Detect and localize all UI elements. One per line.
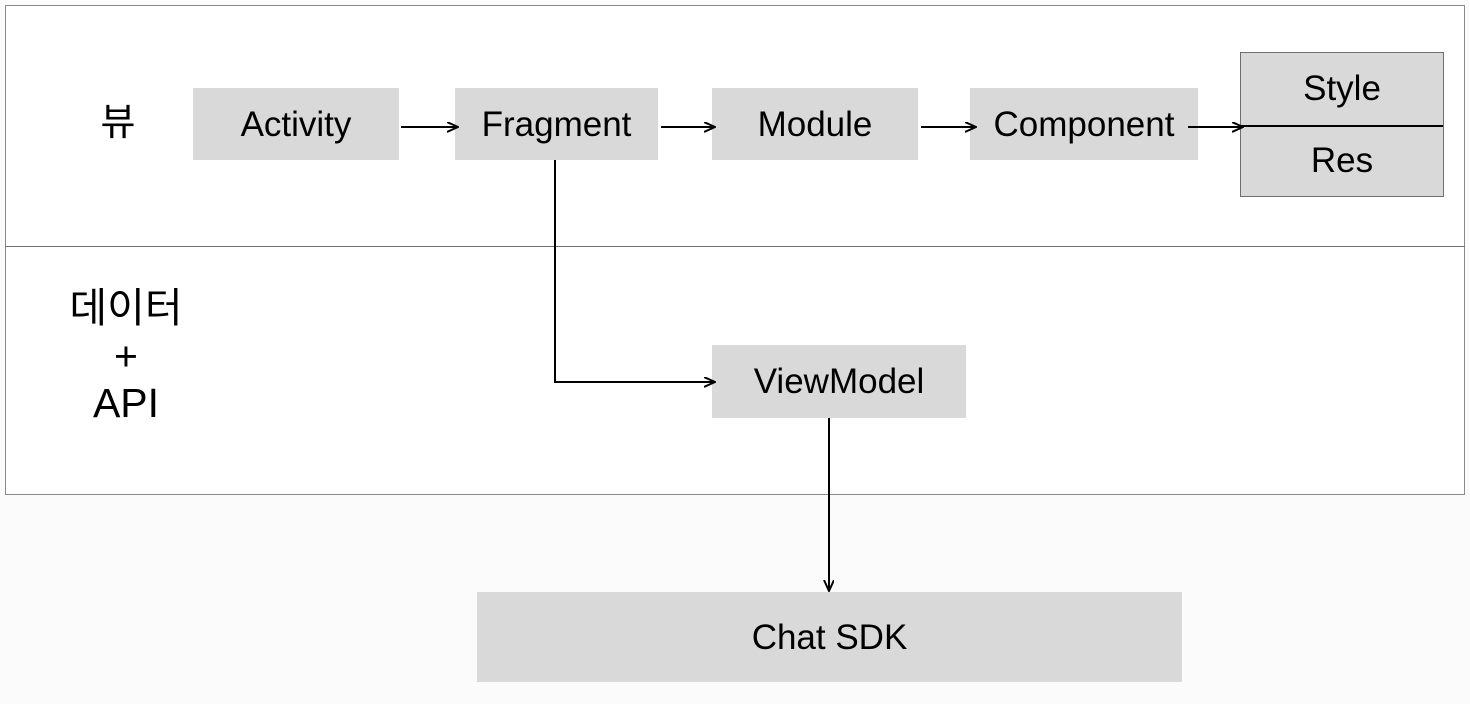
- node-component[interactable]: Component: [970, 88, 1198, 160]
- node-res-label: Res: [1310, 140, 1374, 180]
- node-chat-sdk[interactable]: Chat SDK: [477, 592, 1182, 682]
- node-res[interactable]: Res: [1241, 125, 1443, 197]
- node-activity[interactable]: Activity: [193, 88, 399, 160]
- node-style[interactable]: Style: [1241, 53, 1443, 125]
- style-res-divider: [1241, 124, 1443, 127]
- node-activity-label: Activity: [240, 104, 352, 144]
- node-chat-sdk-label: Chat SDK: [751, 617, 908, 657]
- data-layer-title: 데이터 + API: [69, 285, 183, 427]
- node-fragment[interactable]: Fragment: [455, 88, 658, 160]
- node-style-label: Style: [1303, 69, 1381, 109]
- view-layer-title: 뷰: [100, 102, 136, 144]
- node-component-label: Component: [993, 104, 1175, 144]
- node-viewmodel[interactable]: ViewModel: [712, 345, 966, 418]
- node-viewmodel-label: ViewModel: [753, 362, 925, 401]
- node-module[interactable]: Module: [712, 88, 918, 160]
- layer-divider: [5, 246, 1465, 247]
- node-style-res[interactable]: Style Res: [1240, 52, 1444, 197]
- node-module-label: Module: [757, 104, 873, 144]
- node-fragment-label: Fragment: [481, 104, 632, 144]
